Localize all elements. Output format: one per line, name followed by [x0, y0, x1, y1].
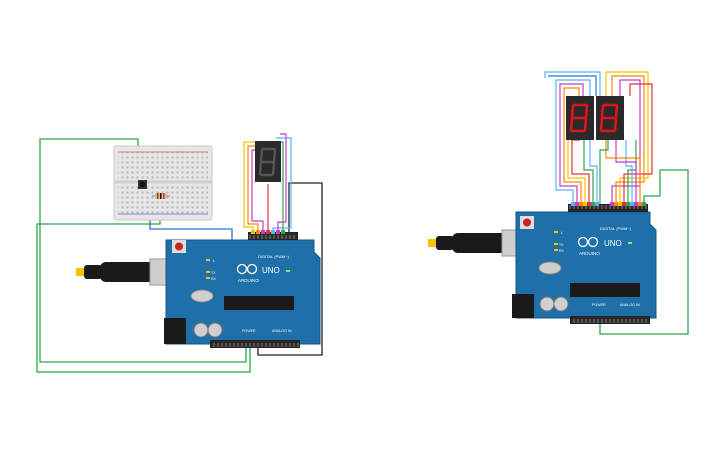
rx-label: RX [559, 249, 565, 253]
digital-label: DIGITAL (PWM~) [600, 226, 632, 231]
arduino-logo-icon [577, 236, 599, 248]
right-green-wire [599, 169, 689, 335]
power-label: POWER [242, 329, 256, 333]
digit-2-segments [599, 103, 619, 133]
resistor [152, 193, 170, 199]
left-header-wire-tips [251, 230, 285, 234]
left-usb-cable [76, 258, 175, 286]
breadboard[interactable] [113, 145, 213, 221]
power-label: POWER [592, 303, 606, 307]
rx-label: RX [211, 277, 217, 281]
right-header-wire-tips [571, 202, 646, 206]
left-arduino-board[interactable]: ARDUINO UNO DIGITAL (PWM~) POWER ANALOG … [164, 232, 321, 348]
board-logo-text: ARDUINO [579, 251, 600, 256]
left-seven-segment-display [255, 141, 281, 182]
push-button[interactable] [138, 180, 147, 189]
microcontroller-chip [570, 283, 640, 297]
l-label: L [213, 259, 215, 263]
arduino-logo-icon [236, 263, 258, 275]
analog-label: ANALOG IN [620, 303, 640, 307]
power-jack[interactable] [512, 294, 534, 318]
right-seven-segment-display [566, 96, 624, 140]
board-logo-text: ARDUINO [238, 278, 259, 283]
digital-label: DIGITAL (PWM~) [258, 254, 290, 259]
digit-1-segments [569, 103, 589, 133]
l-label: L [561, 231, 563, 235]
right-circuit: ARDUINO UNO DIGITAL (PWM~) POWER ANALOG … [428, 71, 689, 335]
board-model: UNO [604, 239, 622, 248]
right-display-wires [544, 71, 653, 210]
microcontroller-chip [224, 296, 294, 310]
tx-label: TX [559, 243, 564, 247]
left-circuit: ARDUINO UNO DIGITAL (PWM~) POWER ANALOG … [36, 133, 323, 373]
analog-label: ANALOG IN [272, 329, 292, 333]
power-jack[interactable] [164, 318, 186, 344]
tx-label: TX [211, 271, 216, 275]
right-arduino-board[interactable]: ARDUINO UNO DIGITAL (PWM~) POWER ANALOG … [512, 204, 657, 324]
left-green-wires [36, 138, 251, 373]
board-model: UNO [262, 266, 280, 275]
right-usb-cable [428, 229, 527, 257]
left-black-wire [257, 182, 323, 356]
